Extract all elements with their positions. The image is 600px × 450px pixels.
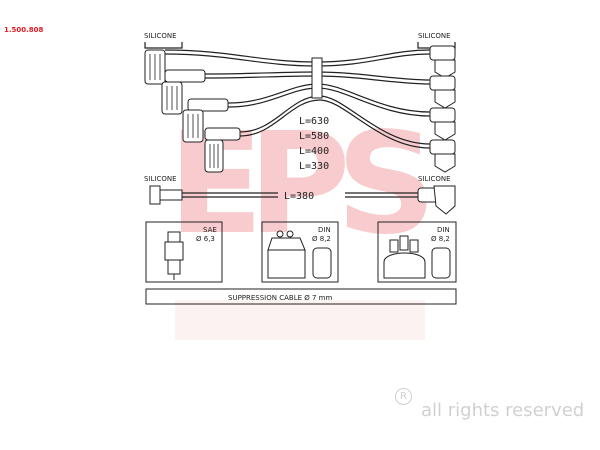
bracket-left xyxy=(144,42,183,49)
sae-label: SAE xyxy=(203,226,217,234)
silicone-label-top-left: SILICONE xyxy=(144,32,177,40)
length-label-630: L=630 xyxy=(299,116,329,127)
suppression-cable-box xyxy=(145,288,457,305)
watermark-band xyxy=(175,300,425,340)
registered-mark-icon: R xyxy=(395,388,412,405)
right-connector-2 xyxy=(429,75,456,109)
cable-clip xyxy=(311,57,323,99)
din-coil-label: DIN xyxy=(318,226,331,234)
spark-plug-box: SAE Ø 6,3 xyxy=(145,221,223,283)
din-coil-diameter-label: Ø 8,2 xyxy=(312,235,331,243)
din-cap-diameter-label: Ø 8,2 xyxy=(431,235,450,243)
right-connector-1 xyxy=(429,45,456,79)
ignition-coil-box: DIN Ø 8,2 xyxy=(261,221,339,283)
length-label-330: L=330 xyxy=(299,161,329,172)
left-connector-1 xyxy=(144,49,166,85)
distributor-cap-box: DIN Ø 8,2 xyxy=(377,221,457,283)
length-label-580: L=580 xyxy=(299,131,329,142)
cable-380 xyxy=(149,185,456,215)
left-connector-3 xyxy=(182,98,229,143)
right-connector-4 xyxy=(429,139,456,173)
right-connector-3 xyxy=(429,107,456,141)
silicone-label-top-right: SILICONE xyxy=(418,32,451,40)
din-cap-label: DIN xyxy=(437,226,450,234)
watermark-letter-s: S xyxy=(336,103,437,266)
left-connector-4 xyxy=(204,127,241,173)
part-number: 1.500.808 xyxy=(4,26,44,34)
length-label-400: L=400 xyxy=(299,146,329,157)
silicone-label-middle-right: SILICONE xyxy=(418,175,451,183)
rights-reserved-text: all rights reserved xyxy=(421,400,585,421)
suppression-cable-label: SUPPRESSION CABLE Ø 7 mm xyxy=(228,294,332,302)
left-connector-2 xyxy=(161,69,206,115)
length-label-380: L=380 xyxy=(284,191,314,202)
cable-630 xyxy=(164,49,431,67)
sae-diameter-label: Ø 6,3 xyxy=(196,235,215,243)
silicone-label-middle-left: SILICONE xyxy=(144,175,177,183)
